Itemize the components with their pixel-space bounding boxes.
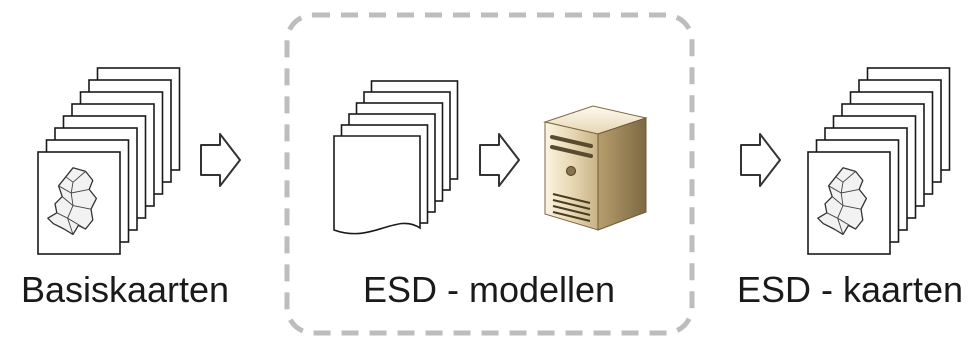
stage-label-esd-kaarten: ESD - kaarten	[736, 269, 964, 310]
server-icon	[543, 105, 648, 231]
input-maps-stack	[37, 67, 181, 255]
document-page-front	[333, 135, 421, 235]
output-maps-stack	[807, 67, 951, 255]
flow-arrow-icon	[740, 133, 781, 187]
flow-arrow-icon	[200, 133, 241, 187]
stage-label-basiskaarten: Basiskaarten	[20, 269, 230, 310]
model-group-frame	[284, 12, 695, 336]
stage-label-esd-modellen: ESD - modellen	[362, 269, 616, 310]
model-documents-stack	[333, 80, 459, 235]
flow-arrow-icon	[479, 133, 520, 187]
